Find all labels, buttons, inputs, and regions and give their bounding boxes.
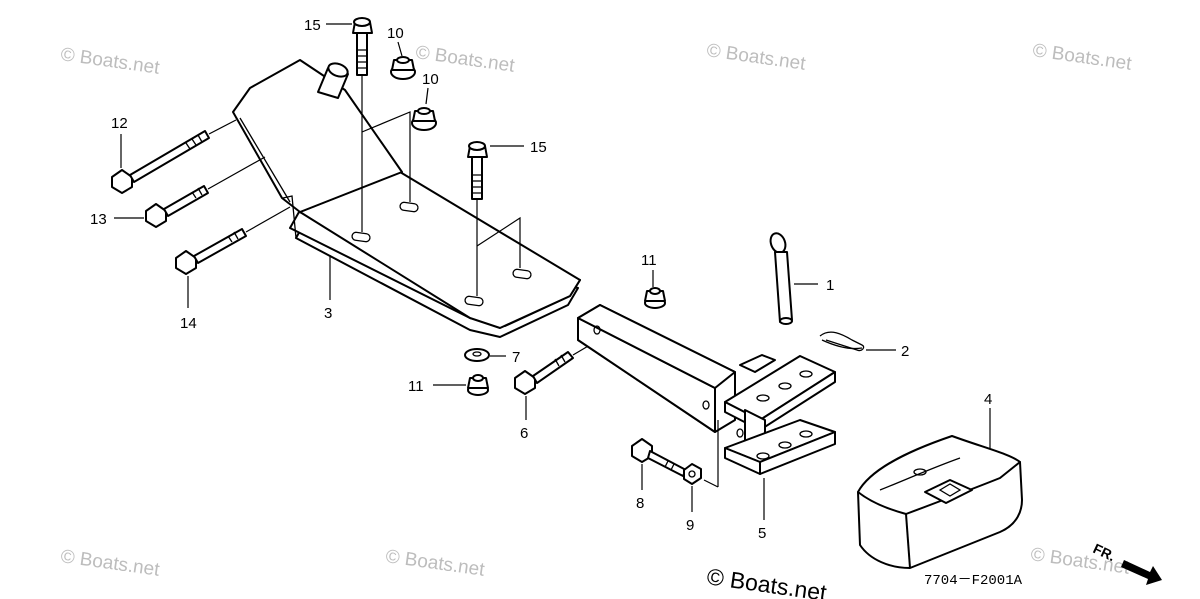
callout-7: 7 xyxy=(490,349,520,366)
callout-2: 2 xyxy=(866,343,909,360)
callout-10-upper-label: 10 xyxy=(387,25,404,42)
callout-5: 5 xyxy=(758,478,766,542)
callout-11-upper: 11 xyxy=(641,252,657,287)
callout-5-label: 5 xyxy=(758,525,766,542)
callout-10-lower: 10 xyxy=(422,71,439,105)
callout-14-label: 14 xyxy=(180,315,197,332)
callout-12: 12 xyxy=(111,115,128,168)
callout-15-upper: 15 xyxy=(304,17,352,34)
callout-2-label: 2 xyxy=(901,343,909,360)
callout-13: 13 xyxy=(90,211,144,228)
flange-nut-10-lower xyxy=(411,107,437,131)
bolt-15-upper xyxy=(352,17,373,232)
callout-12-label: 12 xyxy=(111,115,128,132)
callout-8: 8 xyxy=(636,464,644,512)
bolt-6 xyxy=(514,341,596,395)
callout-10-lower-label: 10 xyxy=(422,71,439,88)
watermark-5: © Boats.net xyxy=(59,546,161,581)
watermark-6: © Boats.net xyxy=(384,546,486,581)
bolt-14 xyxy=(175,206,291,275)
hairpin-clip xyxy=(819,331,865,352)
washer-7 xyxy=(464,348,490,362)
callout-13-label: 13 xyxy=(90,211,107,228)
callout-6: 6 xyxy=(520,396,528,442)
hitch-bar xyxy=(577,304,836,475)
bolt-12 xyxy=(111,119,237,194)
callout-15-upper-label: 15 xyxy=(304,17,321,34)
callout-6-label: 6 xyxy=(520,425,528,442)
flange-nut-11-lower xyxy=(467,374,489,396)
watermark-1: © Boats.net xyxy=(59,44,161,79)
callout-3: 3 xyxy=(324,255,332,322)
flange-nut-11-upper xyxy=(644,287,666,309)
diagram-code: 7704－F2001A xyxy=(924,573,1023,589)
callout-11-upper-label: 11 xyxy=(641,252,657,269)
hitch-pin xyxy=(769,232,793,325)
copyright-text: © Boats.net xyxy=(705,563,829,599)
flange-nut-10-upper xyxy=(390,56,416,80)
bolt-15-lower xyxy=(467,141,488,296)
bolt-13 xyxy=(145,156,266,228)
callout-1: 1 xyxy=(794,277,834,294)
callout-7-label: 7 xyxy=(512,349,520,366)
callout-4: 4 xyxy=(984,391,992,448)
callout-11-lower-label: 11 xyxy=(408,378,424,395)
callout-8-label: 8 xyxy=(636,495,644,512)
callout-1-label: 1 xyxy=(826,277,834,294)
counter-weight xyxy=(857,435,1023,569)
callout-3-label: 3 xyxy=(324,305,332,322)
nut-9 xyxy=(683,463,702,485)
callout-15-lower-label: 15 xyxy=(530,139,547,156)
callout-11-lower: 11 xyxy=(408,378,466,395)
callout-9: 9 xyxy=(686,486,694,534)
watermark-4: © Boats.net xyxy=(1031,40,1133,75)
callout-10-upper: 10 xyxy=(387,25,404,57)
watermark-3: © Boats.net xyxy=(705,40,807,75)
callout-4-label: 4 xyxy=(984,391,992,408)
callout-9-label: 9 xyxy=(686,517,694,534)
callout-14: 14 xyxy=(180,276,197,332)
direction-arrow-icon xyxy=(1121,560,1162,585)
callout-15-lower: 15 xyxy=(490,139,547,156)
bracket-plate xyxy=(232,59,581,338)
bolt-8 xyxy=(631,438,687,477)
